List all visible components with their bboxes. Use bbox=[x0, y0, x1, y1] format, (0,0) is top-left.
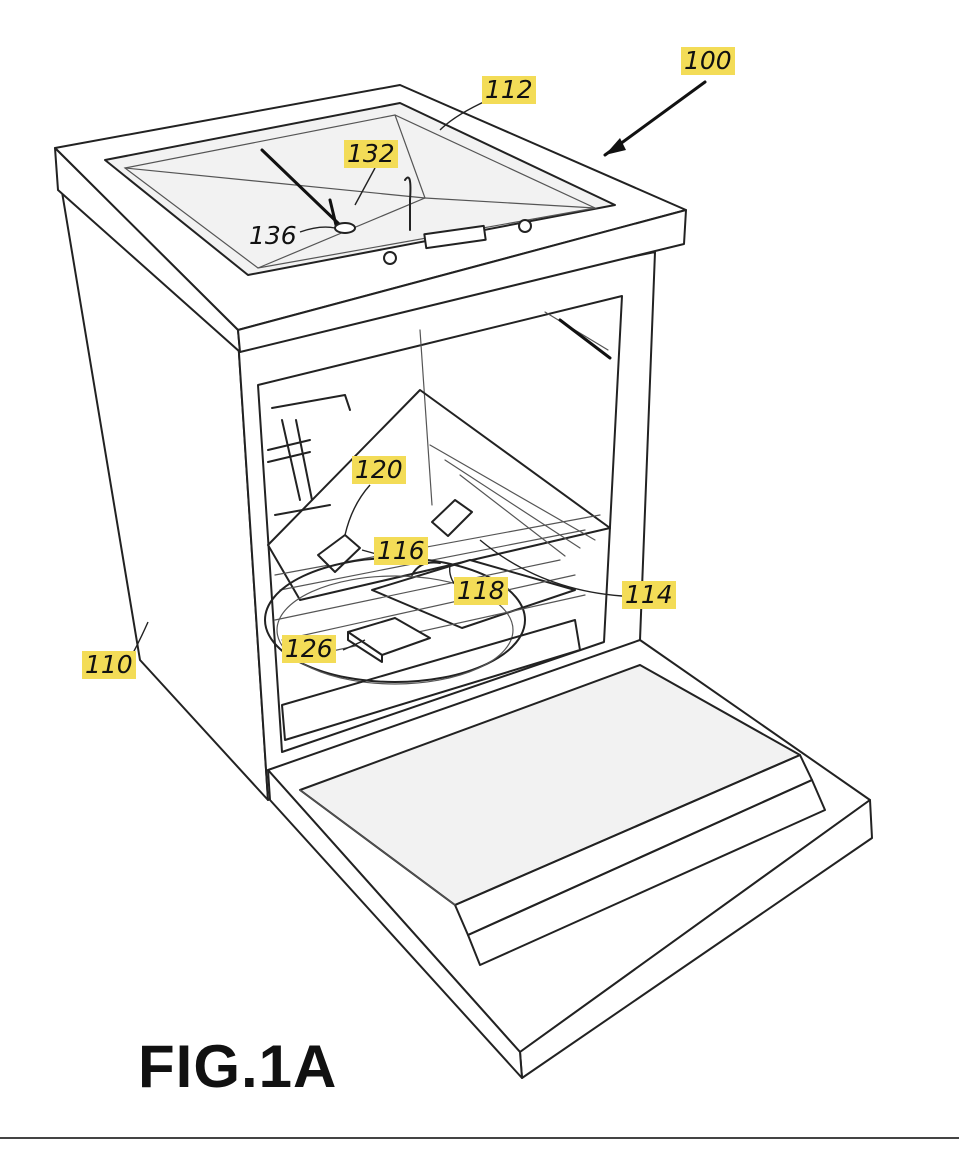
leader-114 bbox=[479, 539, 623, 597]
label-136: 136 bbox=[249, 221, 297, 250]
leader-136 bbox=[299, 226, 336, 233]
leader-126 bbox=[342, 639, 366, 651]
leader-132 bbox=[354, 167, 376, 206]
bottom-rule bbox=[0, 1137, 959, 1139]
sink-basin bbox=[104, 102, 616, 276]
leader-120 bbox=[344, 484, 371, 536]
figure-title: FIG.1A bbox=[138, 1033, 338, 1100]
upper-rack bbox=[267, 389, 611, 601]
label-126: 126 bbox=[282, 635, 336, 663]
label-110: 110 bbox=[82, 651, 136, 679]
label-120: 120 bbox=[352, 456, 406, 484]
label-112: 112 bbox=[482, 76, 536, 104]
label-114: 114 bbox=[622, 581, 676, 609]
label-118: 118 bbox=[454, 577, 508, 605]
label-100: 100 bbox=[681, 47, 735, 75]
label-116: 116 bbox=[374, 537, 428, 565]
faucet-bar bbox=[260, 148, 342, 227]
label-132: 132 bbox=[344, 140, 398, 168]
